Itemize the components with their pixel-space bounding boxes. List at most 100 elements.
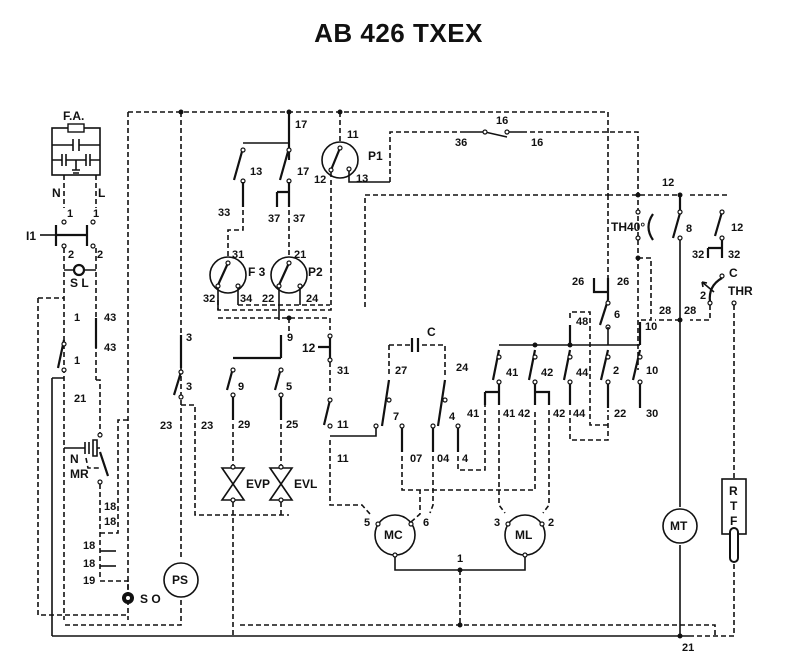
motor-mt: MT: [662, 508, 698, 544]
terminal-label: 28: [659, 305, 671, 317]
fa-label: F.A.: [63, 109, 84, 123]
terminal-label: 04: [437, 453, 450, 465]
terminal-label: 36: [455, 137, 467, 149]
terminal-label: 3: [494, 517, 500, 529]
terminal-label: 41: [503, 408, 515, 420]
terminal-label: 07: [410, 453, 422, 465]
terminal-label: 43: [104, 342, 116, 354]
terminal-label: 2: [97, 249, 103, 261]
terminal-label: P1: [368, 149, 383, 163]
terminal-label: 43: [104, 312, 116, 324]
terminal-label: 4: [449, 411, 456, 423]
terminal-label: 4: [462, 453, 469, 465]
heater-rtf: R T F: [721, 478, 747, 563]
terminal-label: 3: [186, 332, 192, 344]
terminal-label: 37: [268, 213, 280, 225]
terminal-label: 2: [613, 365, 619, 377]
i1-label: I1: [26, 229, 36, 243]
l-label: L: [98, 186, 105, 200]
terminal-label: 32: [728, 249, 740, 261]
terminal-label: 18: [83, 540, 95, 552]
terminal-label: 24: [456, 362, 469, 374]
valve-evl: EVL: [268, 464, 317, 503]
terminal-label: 1: [457, 553, 463, 565]
terminal-label: 11: [347, 129, 359, 141]
thermostat-f3: 31 32 34 F 3: [203, 249, 266, 305]
terminal-label: 32: [203, 293, 215, 305]
terminal-label: 25: [286, 419, 298, 431]
terminal-label: 17: [295, 119, 307, 131]
motor-ml: ML 3 2: [494, 514, 554, 558]
terminal-label: 22: [262, 293, 274, 305]
terminal-label: ML: [515, 528, 532, 542]
terminal-label: MR: [70, 467, 89, 481]
terminal-label: 13: [250, 166, 262, 178]
terminal-label: 2: [700, 290, 706, 302]
terminal-label: 34: [240, 293, 253, 305]
terminal-label: PS: [172, 573, 188, 587]
terminal-label: 19: [83, 575, 95, 587]
terminal-label: 18: [104, 501, 116, 513]
terminal-label: 17: [297, 166, 309, 178]
terminal-label: 44: [573, 408, 586, 420]
terminal-label: 41: [506, 367, 518, 379]
valve-evp: EVP: [220, 464, 270, 503]
terminal-label: 27: [395, 365, 407, 377]
terminal-label: 16: [496, 115, 508, 127]
terminal-label: 21: [74, 393, 86, 405]
terminal-label: 6: [614, 309, 620, 321]
terminal-label: 13: [356, 173, 368, 185]
terminal-label: 11: [337, 453, 349, 465]
terminal-label: F: [730, 514, 737, 528]
terminal-label: 18: [83, 558, 95, 570]
terminal-label: 30: [646, 408, 658, 420]
terminal-label: 1: [74, 312, 80, 324]
terminal-label: 21: [294, 249, 306, 261]
signal-lamp-sl: S L: [70, 263, 89, 290]
terminal-label: 2: [68, 249, 74, 261]
terminal-label: 1: [67, 208, 73, 220]
terminal-label: 16: [531, 137, 543, 149]
terminal-label: 1: [93, 208, 99, 220]
terminal-label: 24: [306, 293, 319, 305]
terminal-label: 10: [645, 321, 657, 333]
terminal-label: 41: [467, 408, 479, 420]
terminal-label: 26: [617, 276, 629, 288]
terminal-label: 28: [684, 305, 696, 317]
n-label: N: [52, 186, 61, 200]
pressure-switch-ps: PS: [163, 562, 199, 598]
terminal-label: EVL: [294, 477, 317, 491]
terminal-label: 12: [662, 177, 674, 189]
terminal-label: 1: [74, 355, 80, 367]
terminal-label: 23: [160, 420, 172, 432]
door-lock-mr: N MR: [64, 432, 110, 485]
terminal-label: S O: [140, 592, 161, 606]
main-switch-i1[interactable]: I1: [26, 219, 96, 249]
terminal-label: 42: [518, 408, 530, 420]
terminal-label: 42: [541, 367, 553, 379]
terminal-label: 31: [232, 249, 244, 261]
terminal-label: 22: [614, 408, 626, 420]
button-12[interactable]: 12: [302, 333, 333, 363]
pressure-switch-p2: 21 22 24 P2: [262, 249, 323, 305]
terminal-label: 9: [238, 381, 244, 393]
terminal-label: 10: [646, 365, 658, 377]
terminal-label: MC: [384, 528, 403, 542]
terminal-label: 12: [314, 174, 326, 186]
thermostat-th40: TH40°: [611, 209, 654, 241]
terminal-label: F 3: [248, 265, 266, 279]
thermostat-thr: C THR 2: [700, 266, 753, 306]
terminal-label: P2: [308, 265, 323, 279]
terminal-label: EVP: [246, 477, 270, 491]
terminal-label: THR: [728, 284, 753, 298]
terminal-label: 37: [293, 213, 305, 225]
terminal-label: R: [729, 484, 738, 498]
terminal-label: 44: [576, 367, 589, 379]
terminal-label: 6: [423, 517, 429, 529]
terminal-label: 23: [201, 420, 213, 432]
terminal-label: 31: [337, 365, 349, 377]
terminal-label: 42: [553, 408, 565, 420]
terminal-label: 5: [286, 381, 292, 393]
terminal-label: MT: [670, 519, 688, 533]
